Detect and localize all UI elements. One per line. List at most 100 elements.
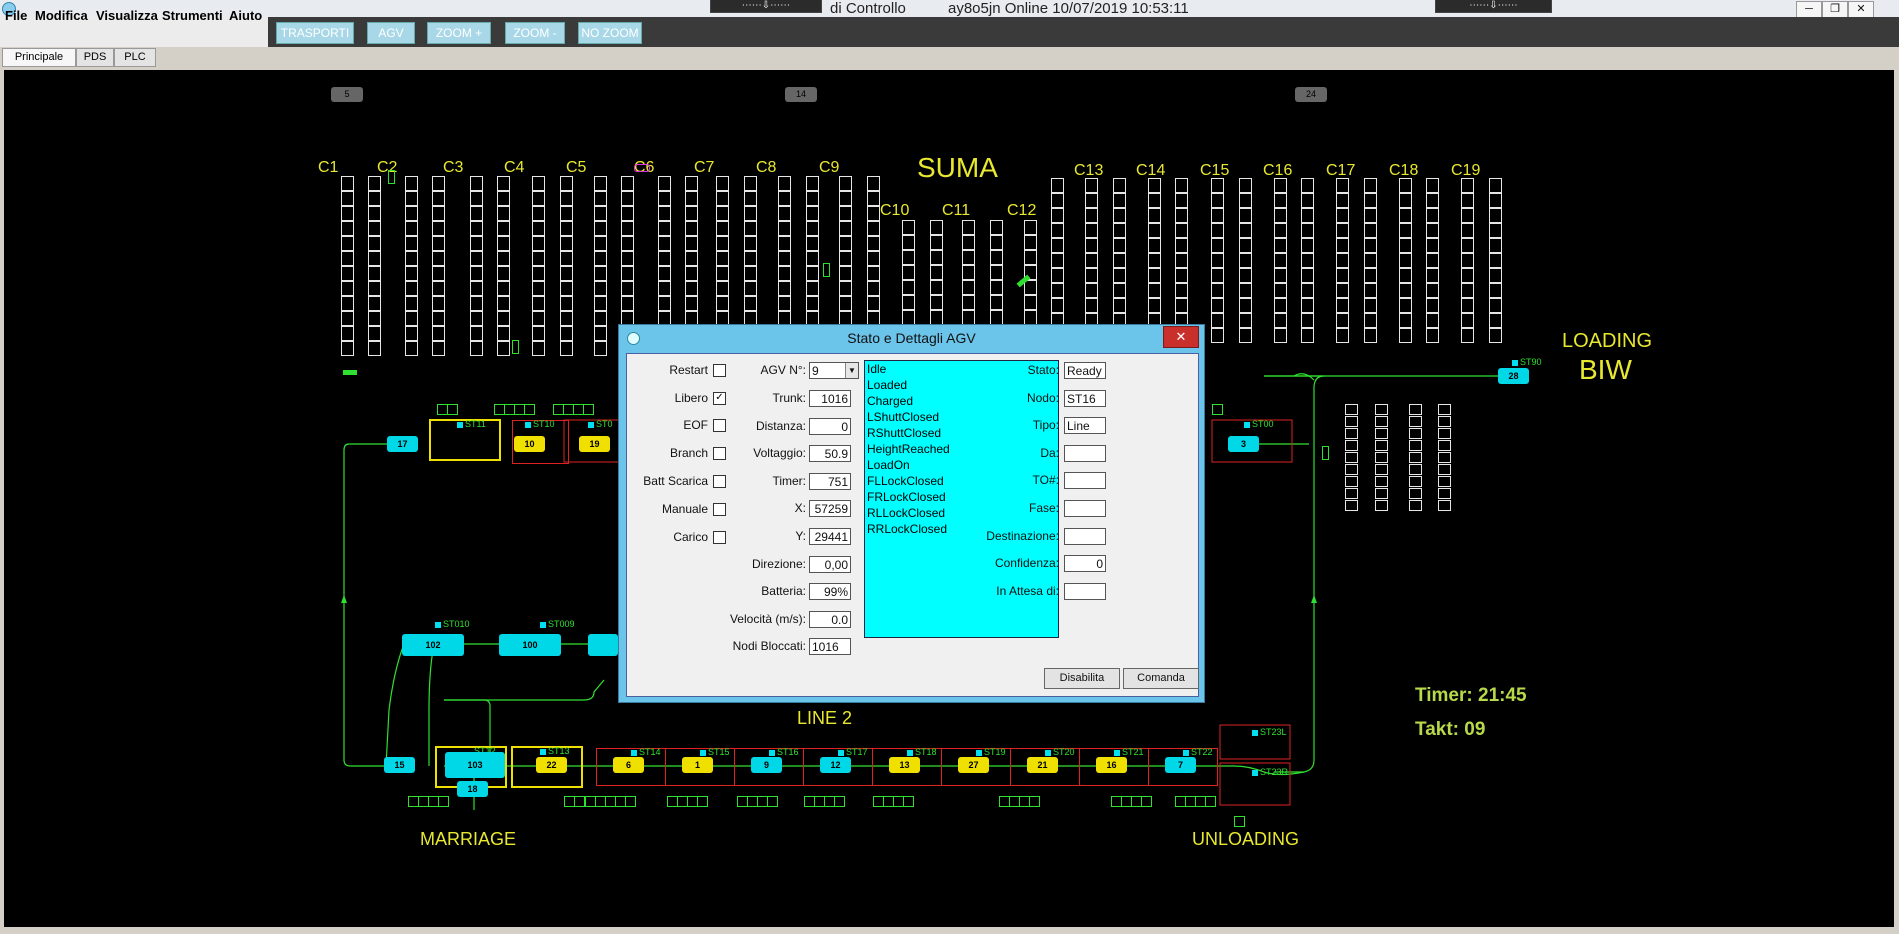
storage-slot[interactable]	[902, 235, 915, 250]
storage-slot[interactable]	[432, 191, 445, 206]
buffer-badge-14[interactable]: 14	[785, 87, 817, 102]
storage-slot[interactable]	[1085, 298, 1098, 313]
storage-slot[interactable]	[1375, 440, 1388, 451]
storage-slot[interactable]	[341, 296, 354, 311]
storage-slot[interactable]	[1113, 268, 1126, 283]
storage-slot[interactable]	[532, 206, 545, 221]
storage-slot[interactable]	[1211, 283, 1224, 298]
storage-slot[interactable]	[368, 296, 381, 311]
storage-slot[interactable]	[1336, 223, 1349, 238]
storage-slot[interactable]	[930, 310, 943, 325]
storage-slot[interactable]	[1375, 428, 1388, 439]
state-field-value[interactable]	[1064, 444, 1106, 462]
storage-slot[interactable]	[368, 281, 381, 296]
storage-slot[interactable]	[1364, 298, 1377, 313]
storage-slot[interactable]	[1336, 328, 1349, 343]
storage-slot[interactable]	[470, 281, 483, 296]
field-value[interactable]: 1016	[809, 638, 851, 656]
agv-19[interactable]: 19	[579, 436, 610, 452]
field-value[interactable]: 57259	[809, 500, 851, 518]
storage-slot[interactable]	[1211, 313, 1224, 328]
storage-slot[interactable]	[1239, 283, 1252, 298]
storage-slot[interactable]	[1024, 250, 1037, 265]
storage-slot[interactable]	[1085, 283, 1098, 298]
storage-slot[interactable]	[990, 250, 1003, 265]
storage-slot[interactable]	[405, 341, 418, 356]
no-zoom-button[interactable]: NO ZOOM	[578, 22, 642, 44]
storage-slot[interactable]	[685, 266, 698, 281]
storage-slot[interactable]	[1336, 178, 1349, 193]
storage-slot[interactable]	[405, 296, 418, 311]
storage-slot[interactable]	[1148, 193, 1161, 208]
storage-slot[interactable]	[621, 266, 634, 281]
storage-slot[interactable]	[685, 176, 698, 191]
zoom-out-button[interactable]: ZOOM -	[505, 22, 565, 44]
storage-slot[interactable]	[432, 176, 445, 191]
storage-slot[interactable]	[621, 236, 634, 251]
storage-slot[interactable]	[1399, 313, 1412, 328]
storage-slot[interactable]	[368, 326, 381, 341]
storage-slot[interactable]	[1438, 440, 1451, 451]
buffer-badge-24[interactable]: 24	[1295, 87, 1327, 102]
storage-slot[interactable]	[594, 266, 607, 281]
checkbox-batt-scarica[interactable]	[713, 475, 726, 488]
agv-12[interactable]: 12	[820, 757, 851, 773]
storage-slot[interactable]	[1024, 235, 1037, 250]
storage-slot[interactable]	[594, 206, 607, 221]
field-value[interactable]: 751	[809, 472, 851, 490]
agv-1[interactable]: 1	[682, 757, 713, 773]
storage-slot[interactable]	[1364, 223, 1377, 238]
state-field-value[interactable]	[1064, 582, 1106, 600]
storage-slot[interactable]	[1336, 283, 1349, 298]
storage-slot[interactable]	[1274, 208, 1287, 223]
agv-10[interactable]: 10	[514, 436, 545, 452]
storage-slot[interactable]	[1085, 193, 1098, 208]
storage-slot[interactable]	[1148, 298, 1161, 313]
status-flag-item[interactable]: HeightReached	[867, 442, 950, 456]
agv-17[interactable]: 17	[387, 436, 418, 452]
storage-slot[interactable]	[1399, 268, 1412, 283]
storage-slot[interactable]	[778, 221, 791, 236]
storage-slot[interactable]	[962, 250, 975, 265]
storage-slot[interactable]	[470, 251, 483, 266]
state-field-value[interactable]: ST16	[1064, 389, 1106, 407]
storage-slot[interactable]	[658, 206, 671, 221]
storage-slot[interactable]	[1239, 223, 1252, 238]
storage-slot[interactable]	[806, 281, 819, 296]
storage-slot[interactable]	[1148, 253, 1161, 268]
storage-slot[interactable]	[990, 310, 1003, 325]
storage-slot[interactable]	[962, 265, 975, 280]
storage-slot[interactable]	[1336, 208, 1349, 223]
storage-slot[interactable]	[1364, 268, 1377, 283]
storage-slot[interactable]	[1274, 268, 1287, 283]
storage-slot[interactable]	[432, 341, 445, 356]
storage-slot[interactable]	[1345, 500, 1358, 511]
storage-slot[interactable]	[532, 191, 545, 206]
storage-slot[interactable]	[685, 236, 698, 251]
state-field-value[interactable]: Line	[1064, 417, 1106, 435]
storage-slot[interactable]	[1461, 223, 1474, 238]
buffer-badge-5[interactable]: 5	[331, 87, 363, 102]
storage-slot[interactable]	[368, 221, 381, 236]
storage-slot[interactable]	[560, 251, 573, 266]
storage-slot[interactable]	[1409, 464, 1422, 475]
storage-slot[interactable]	[368, 206, 381, 221]
storage-slot[interactable]	[1426, 223, 1439, 238]
storage-slot[interactable]	[962, 310, 975, 325]
storage-slot[interactable]	[744, 221, 757, 236]
storage-slot[interactable]	[867, 206, 880, 221]
storage-slot[interactable]	[532, 221, 545, 236]
tab-pds[interactable]: PDS	[76, 48, 114, 67]
storage-slot[interactable]	[594, 176, 607, 191]
storage-slot[interactable]	[1438, 464, 1451, 475]
storage-slot[interactable]	[778, 191, 791, 206]
storage-slot[interactable]	[341, 251, 354, 266]
storage-slot[interactable]	[1148, 238, 1161, 253]
agv-13[interactable]: 13	[889, 757, 920, 773]
storage-slot[interactable]	[341, 266, 354, 281]
storage-slot[interactable]	[1113, 223, 1126, 238]
storage-slot[interactable]	[1461, 268, 1474, 283]
storage-slot[interactable]	[1364, 253, 1377, 268]
storage-slot[interactable]	[470, 266, 483, 281]
storage-slot[interactable]	[1211, 298, 1224, 313]
